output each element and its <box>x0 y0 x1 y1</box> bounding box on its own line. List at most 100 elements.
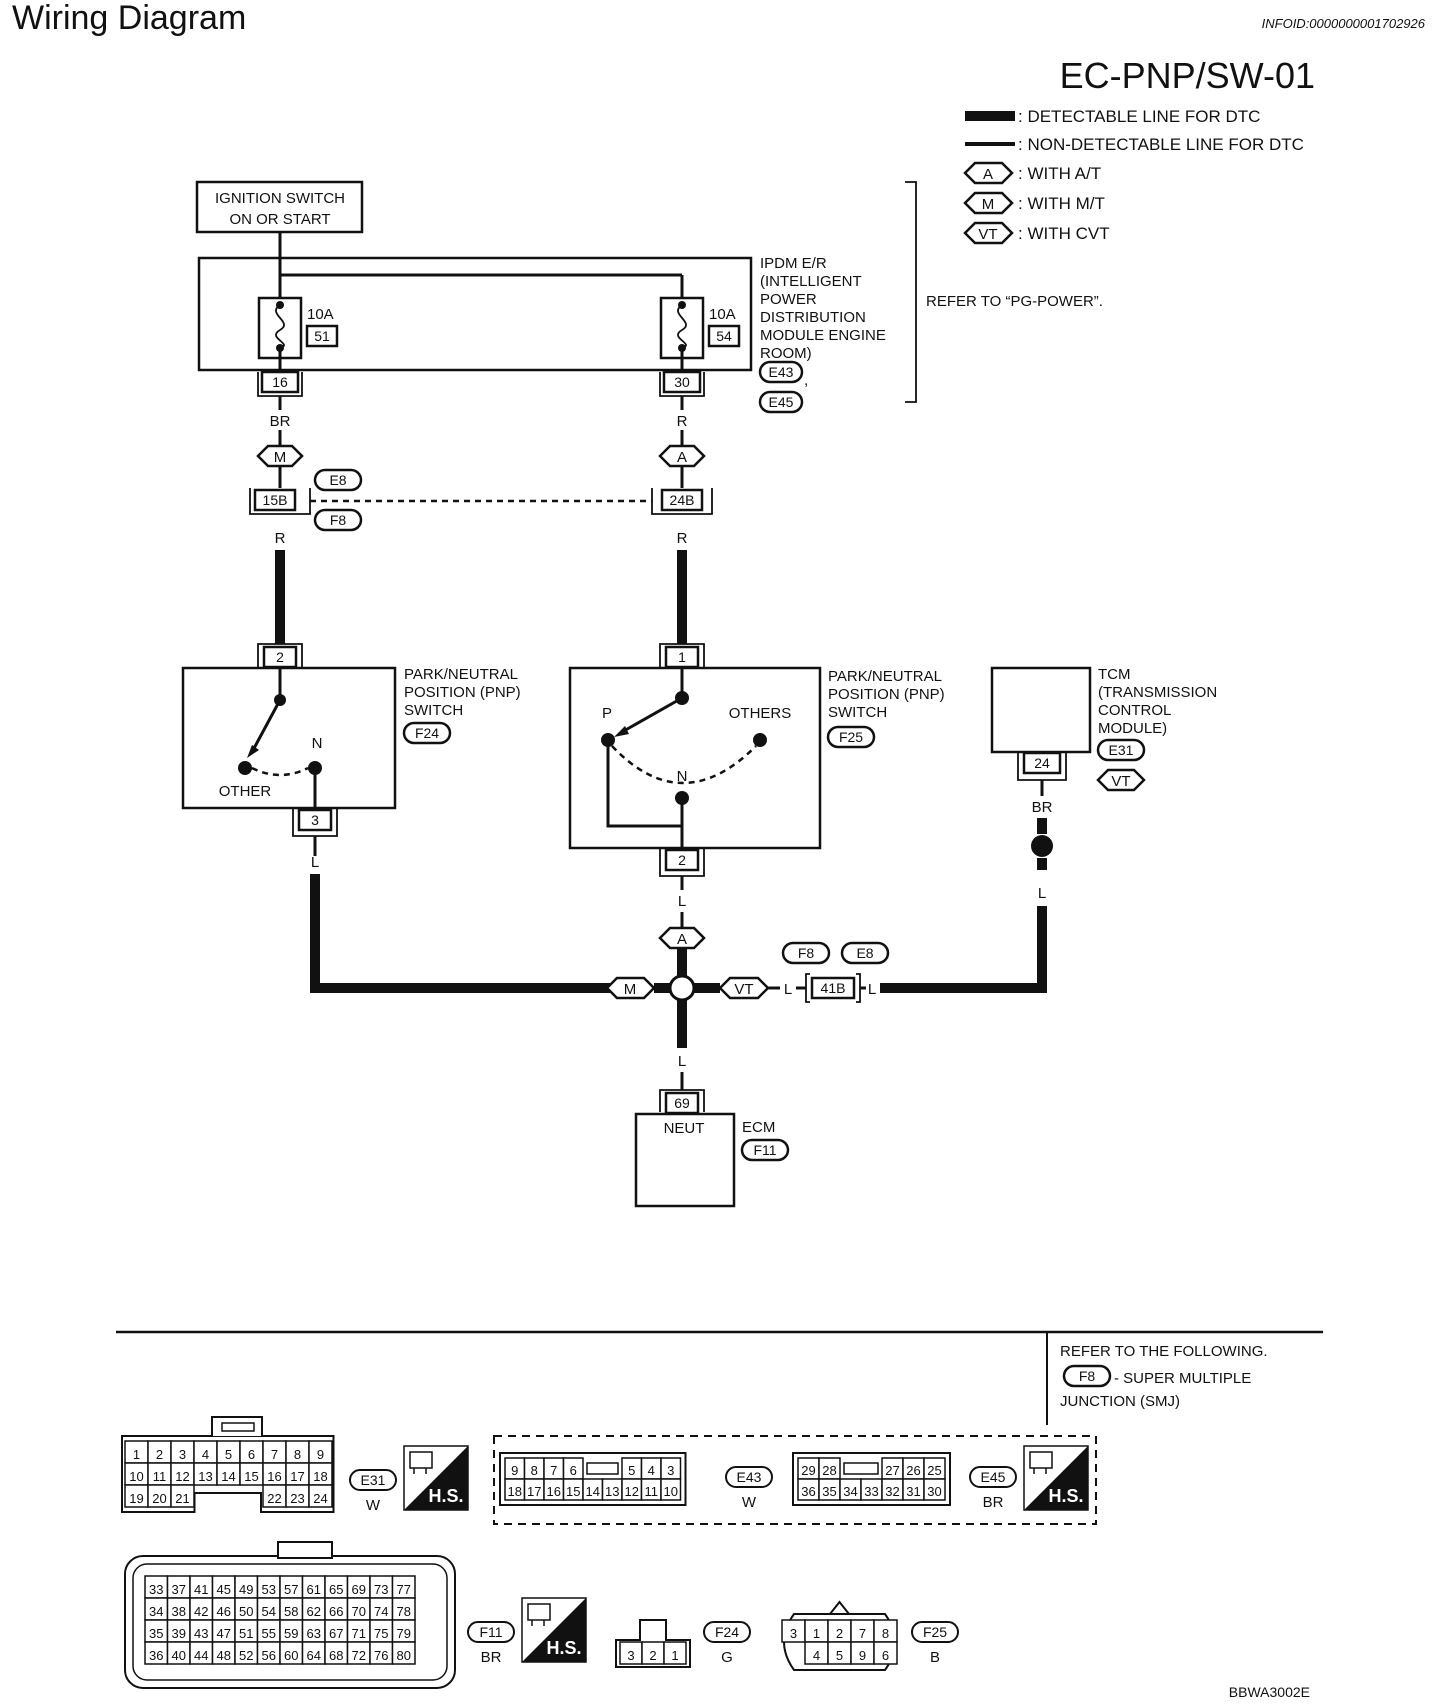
fuse-54-rating: 10A <box>709 306 736 323</box>
connector-e31-pin-label: 13 <box>198 1469 212 1484</box>
wire-color-l-41b-right: L <box>868 981 876 998</box>
fuse-51-rating: 10A <box>307 306 334 323</box>
connector-f11-pin-label: 80 <box>397 1648 411 1663</box>
ipdm-label-line5: MODULE ENGINE <box>760 327 886 344</box>
connector-e45-hs-label: H.S. <box>1048 1486 1083 1506</box>
wire-color-r-top: R <box>677 413 688 430</box>
connector-f11-pin-label: 47 <box>217 1626 231 1641</box>
connector-e31-pin-label: 20 <box>152 1491 166 1506</box>
connector-f11-pin-label: 51 <box>239 1626 253 1641</box>
info-id: INFOID:0000000001702926 <box>1262 16 1426 31</box>
fuse-54: 10A 54 <box>659 296 741 378</box>
connector-e45-pin-label: 27 <box>885 1463 899 1478</box>
ignition-switch-line1: IGNITION SWITCH <box>215 190 345 207</box>
tcm-option-tag: VT <box>1111 773 1130 790</box>
legend-option-mt: M : WITH M/T <box>963 191 1105 215</box>
figure-id: BBWA3002E <box>1229 1684 1310 1700</box>
wire-color-r-left: R <box>275 530 286 547</box>
connector-e31-pin-label: 19 <box>129 1491 143 1506</box>
connector-f11-pin-label: 45 <box>217 1582 231 1597</box>
connector-e31-hs-icon <box>409 1451 433 1469</box>
pnp-f24-label-line3: SWITCH <box>404 702 463 719</box>
legend-non-detectable-label: : NON-DETECTABLE LINE FOR DTC <box>1018 135 1304 154</box>
connector-f24-name: F24 <box>715 1624 739 1640</box>
connector-e45-pin-label: 35 <box>822 1484 836 1499</box>
connector-e31-pin-label: 9 <box>317 1447 324 1462</box>
ipdm-pin-30: 30 <box>659 370 705 397</box>
tcm-connector-e31: E31 <box>1109 742 1134 758</box>
pnp-f24-pin-bottom: 3 <box>311 812 319 828</box>
connector-e45-pin-label: 31 <box>906 1484 920 1499</box>
pnp-switch-f25: 1 P OTHERS N 2 PARK/NEUTRAL POSITION (PN… <box>568 643 945 877</box>
pnp-f25-connector: F25 <box>839 729 863 745</box>
legend: : DETECTABLE LINE FOR DTC : NON-DETECTAB… <box>963 107 1304 245</box>
ipdm-connector-e43: E43 <box>769 364 794 380</box>
connector-f11-name-tag <box>467 1621 515 1643</box>
connector-f11-pin-label: 52 <box>239 1648 253 1663</box>
connector-f24-pin-label: 3 <box>627 1648 634 1663</box>
connector-f11-pin-label: 34 <box>149 1604 163 1619</box>
connector-f24-pin-label: 2 <box>649 1648 656 1663</box>
connector-f11-pin-label: 63 <box>307 1626 321 1641</box>
connector-e43-pin-label: 17 <box>527 1484 541 1499</box>
connector-e43-pin-label: 15 <box>566 1484 580 1499</box>
connector-e43-pin-label: 13 <box>605 1484 619 1499</box>
connector-e31-name-tag <box>349 1469 397 1491</box>
wire-l-f24-to-junction <box>310 874 610 993</box>
connector-e43-pin-label: 10 <box>664 1484 678 1499</box>
legend-option-cvt-label: : WITH CVT <box>1018 224 1110 243</box>
ecm: 69 NEUT ECM F11 <box>634 1089 790 1208</box>
refer-following-line3: JUNCTION (SMJ) <box>1060 1393 1180 1410</box>
connector-f11-pin-label: 73 <box>374 1582 388 1597</box>
connector-e45-pin-cell <box>923 1478 946 1501</box>
connector-f25-pin-label: 7 <box>859 1626 866 1641</box>
connector-f11-pin-label: 58 <box>284 1604 298 1619</box>
connector-e31-pin-label: 22 <box>267 1491 281 1506</box>
connector-f25-name-tag <box>911 1621 959 1643</box>
connector-e43-key <box>586 1462 619 1475</box>
ecm-connector-f11: F11 <box>753 1142 776 1158</box>
junction-41b: 41B <box>805 973 861 1003</box>
connector-f11-pin-label: 33 <box>149 1582 163 1597</box>
connector-e45-pin-label: 34 <box>843 1484 857 1499</box>
connector-e45-hs-icon <box>1029 1451 1053 1469</box>
option-tag-cvt-center-label: VT <box>734 981 753 998</box>
tcm-label-line2: (TRANSMISSION <box>1098 684 1217 701</box>
connector-f24-pin-label: 1 <box>671 1648 678 1663</box>
connector-f24-color: G <box>721 1649 733 1666</box>
wire-color-l-ecm: L <box>678 1053 686 1070</box>
connector-e31-hs-badge: H.S. <box>403 1445 469 1511</box>
legend-option-cvt-tag: VT <box>978 226 997 243</box>
connector-e45-hs-badge: H.S. <box>1023 1445 1089 1511</box>
connector-e43-name: E43 <box>737 1469 762 1485</box>
connector-f11-pin-label: 64 <box>307 1648 321 1663</box>
connector-f11-pin-label: 68 <box>329 1648 343 1663</box>
connector-e31-pin-label: 8 <box>294 1447 301 1462</box>
option-tag-cvt-center: VT <box>718 976 770 1000</box>
connector-e31-pin-label: 3 <box>179 1447 186 1462</box>
connector-f25-pin-label: 4 <box>813 1648 820 1663</box>
option-tag-at-center-label: A <box>677 931 687 948</box>
fuse-54-number: 54 <box>716 328 732 344</box>
connector-f11-pin-label: 54 <box>262 1604 276 1619</box>
option-tag-mt-center: M <box>605 976 656 1000</box>
connector-e31-pin-label: 18 <box>313 1469 327 1484</box>
connector-f11-hs-icon <box>527 1603 551 1621</box>
connector-e43-pin-label: 8 <box>531 1463 538 1478</box>
connector-f25-pin-label: 2 <box>836 1626 843 1641</box>
pnp-f24-position-n: N <box>312 735 323 752</box>
connector-f11-hs-label: H.S. <box>546 1638 581 1658</box>
ignition-switch-line2: ON OR START <box>229 211 330 228</box>
connector-e45-pin-label: 33 <box>864 1484 878 1499</box>
pnp-f24-label-line1: PARK/NEUTRAL <box>404 666 518 683</box>
connector-e31-color: W <box>366 1497 381 1514</box>
ipdm-label-line2: (INTELLIGENT <box>760 273 862 290</box>
pnp-f25-pin-top: 1 <box>678 649 686 665</box>
ipdm-label-line4: DISTRIBUTION <box>760 309 866 326</box>
connector-e45-pin-label: 28 <box>822 1463 836 1478</box>
ipdm-pin-16: 16 <box>257 370 303 397</box>
ipdm-pin-30-label: 30 <box>674 374 690 390</box>
connector-f25-name: F25 <box>923 1624 947 1640</box>
